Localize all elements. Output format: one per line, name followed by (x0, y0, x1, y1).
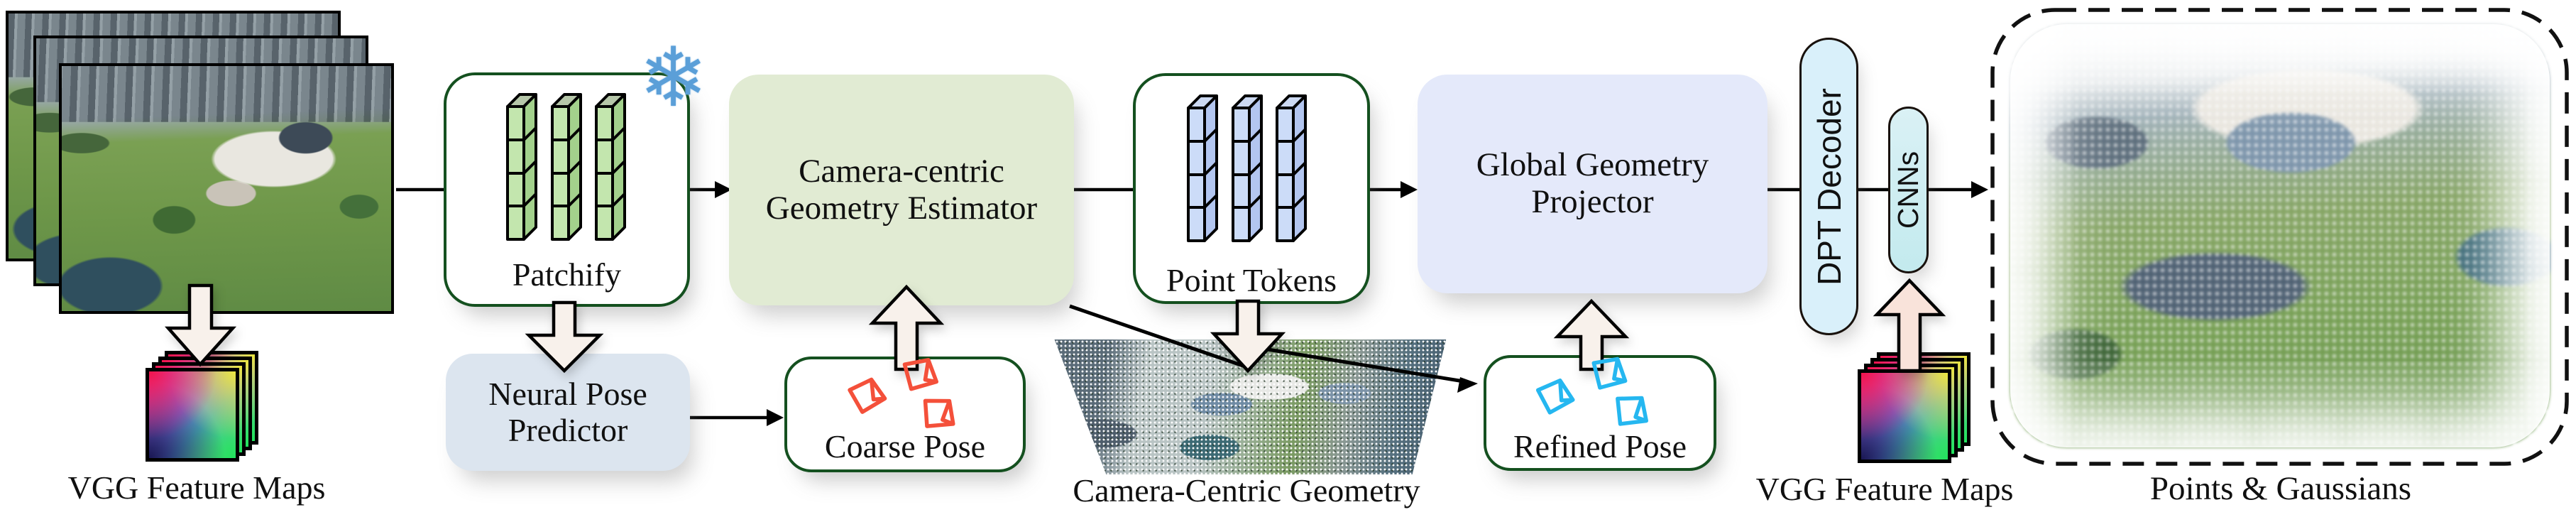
token-column (551, 93, 582, 241)
aerial-photo-image (62, 66, 391, 311)
arrowhead-into-refined-pose (1457, 377, 1478, 393)
arrowhead-into-output (1971, 181, 1988, 198)
point-tokens-label: Point Tokens (1166, 262, 1337, 298)
neural-pose-predictor-box: Neural Pose Predictor (446, 354, 690, 471)
neural-pose-predictor-line1: Neural Pose (488, 375, 647, 412)
input-photo-front (59, 63, 394, 314)
estimator-line1: Camera-centric (799, 152, 1004, 190)
render-white-vignette (2010, 24, 2550, 447)
dpt-decoder-label: DPT Decoder (1810, 87, 1848, 286)
camera-centric-geometry-estimator-box: Camera-centric Geometry Estimator (729, 75, 1074, 305)
token-column (1232, 94, 1263, 242)
global-geometry-projector-box: Global Geometry Projector (1418, 75, 1767, 293)
refined-pose-label: Refined Pose (1513, 428, 1687, 464)
feature-map-sheet (1858, 369, 1951, 463)
projector-line2: Projector (1531, 183, 1654, 220)
estimator-line2: Geometry Estimator (765, 189, 1038, 227)
vgg-feature-maps-stack-left (146, 351, 266, 470)
feature-map-sheet (146, 368, 239, 462)
snowflake-icon: ❄ (639, 30, 708, 126)
dpt-decoder-box: DPT Decoder (1799, 38, 1858, 335)
vgg-feature-maps-stack-right (1858, 352, 1978, 472)
camera-centric-geometry-pointcloud (1054, 339, 1447, 474)
arrowhead-into-coarse-pose (767, 409, 784, 426)
vgg-feature-maps-right-caption: VGG Feature Maps (1755, 471, 2014, 507)
patch-tokens-icon (506, 93, 626, 241)
arrowhead-into-projector (1401, 181, 1418, 198)
token-column (1276, 94, 1307, 242)
neural-pose-predictor-line2: Predictor (508, 411, 628, 448)
vgg-feature-maps-left-caption: VGG Feature Maps (67, 469, 326, 506)
projector-line1: Global Geometry (1476, 146, 1709, 184)
cnns-box: CNNs (1888, 107, 1929, 273)
camera-centric-geometry-caption: Camera-Centric Geometry (1073, 472, 1420, 509)
point-tokens-icon (1187, 94, 1307, 242)
cnns-label: CNNs (1892, 151, 1925, 229)
token-column (1187, 94, 1218, 242)
coarse-pose-label: Coarse Pose (824, 428, 986, 464)
patchify-label: Patchify (512, 256, 622, 293)
token-column (506, 93, 537, 241)
points-gaussians-caption: Points & Gaussians (2149, 470, 2412, 507)
token-column (595, 93, 626, 241)
